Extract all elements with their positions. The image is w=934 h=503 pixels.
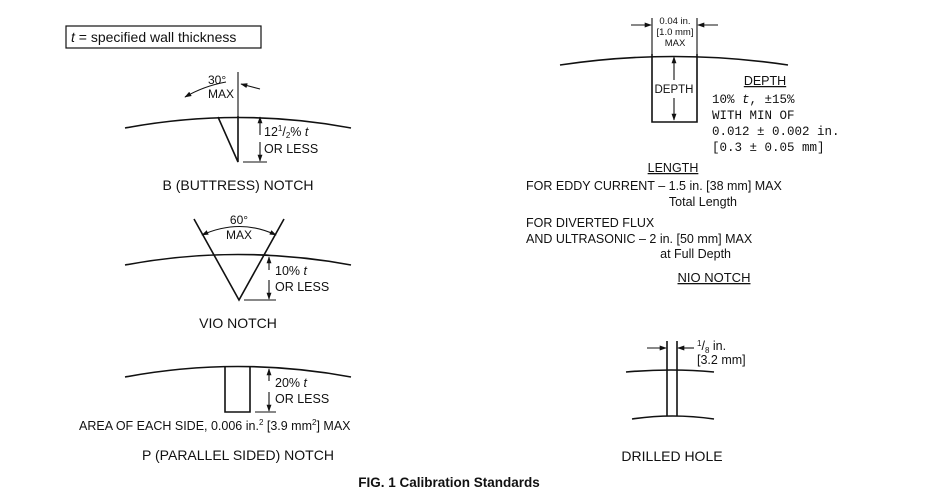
vio-notch: 60° MAX 10% t OR LESS VIO NOTCH <box>124 213 352 331</box>
vio-pipe-wall <box>124 253 352 266</box>
nio-width-in: 0.04 in. <box>659 16 690 27</box>
vio-angle-max: MAX <box>226 228 252 242</box>
nio-ultrasonic: AND ULTRASONIC – 2 in. [50 mm] MAX <box>526 232 753 246</box>
buttress-notch: 30° MAX 121/2% t OR LESS B (BUTTRESS) NO… <box>124 72 352 193</box>
legend-text: t = specified wall thickness <box>71 29 236 45</box>
nio-depth-line-2: WITH MIN OF <box>712 109 795 123</box>
drilled-size-mm: [3.2 mm] <box>697 353 746 367</box>
drilled-size-in: 1/8 in. <box>697 339 726 355</box>
vio-depth-label: 10% t <box>275 264 308 278</box>
drilled-hole: 1/8 in. [3.2 mm] DRILLED HOLE <box>621 339 745 464</box>
nio-length-heading: LENGTH <box>648 161 699 175</box>
buttress-angle-max: MAX <box>208 87 234 101</box>
figure-caption: FIG. 1 Calibration Standards <box>358 475 540 490</box>
nio-notch-shape <box>651 54 698 123</box>
vio-caption: VIO NOTCH <box>199 315 277 331</box>
nio-width-mm: [1.0 mm] <box>657 27 694 38</box>
vio-notch-shape <box>193 218 285 302</box>
parallel-area-note: AREA OF EACH SIDE, 0.006 in.2 [3.9 mm2] … <box>79 418 351 433</box>
nio-depth-line-3: 0.012 ± 0.002 in. <box>712 125 840 139</box>
buttress-notch-shape <box>217 116 239 163</box>
nio-depth-line-4: [0.3 ± 0.05 mm] <box>712 141 825 155</box>
drilled-wall-outer <box>625 369 715 373</box>
buttress-angle-value: 30° <box>208 73 226 87</box>
parallel-depth-label: 20% t <box>275 376 308 390</box>
drilled-caption: DRILLED HOLE <box>621 448 722 464</box>
buttress-depth-or-less: OR LESS <box>264 142 318 156</box>
parallel-notch: 20% t OR LESS AREA OF EACH SIDE, 0.006 i… <box>79 365 352 463</box>
vio-angle-value: 60° <box>230 213 248 227</box>
vio-angle-arc <box>201 226 277 236</box>
parallel-notch-shape <box>224 367 251 413</box>
nio-depth-heading: DEPTH <box>744 74 786 88</box>
nio-eddy-current: FOR EDDY CURRENT – 1.5 in. [38 mm] MAX <box>526 179 783 193</box>
nio-notch: 0.04 in. [1.0 mm] MAX DEPTH DEPTH 10% t,… <box>526 16 840 285</box>
buttress-depth-label: 121/2% t <box>264 124 309 140</box>
nio-width-max: MAX <box>665 38 686 49</box>
nio-diverted-flux: FOR DIVERTED FLUX <box>526 216 655 230</box>
legend-box: t = specified wall thickness <box>65 25 262 49</box>
buttress-caption: B (BUTTRESS) NOTCH <box>163 177 314 193</box>
drilled-wall-inner <box>631 415 715 420</box>
parallel-caption: P (PARALLEL SIDED) NOTCH <box>142 447 334 463</box>
buttress-angle-arrow-left <box>184 81 227 98</box>
nio-eddy-total-length: Total Length <box>669 195 737 209</box>
buttress-angle-arrow-right <box>240 83 261 90</box>
parallel-depth-or-less: OR LESS <box>275 392 329 406</box>
nio-caption: NIO NOTCH <box>678 270 751 285</box>
nio-depth-line-1: 10% t, ±15% <box>712 93 795 107</box>
parallel-pipe-wall <box>124 365 352 378</box>
nio-depth-inner-label: DEPTH <box>655 84 694 96</box>
nio-full-depth: at Full Depth <box>660 247 731 261</box>
vio-depth-or-less: OR LESS <box>275 280 329 294</box>
